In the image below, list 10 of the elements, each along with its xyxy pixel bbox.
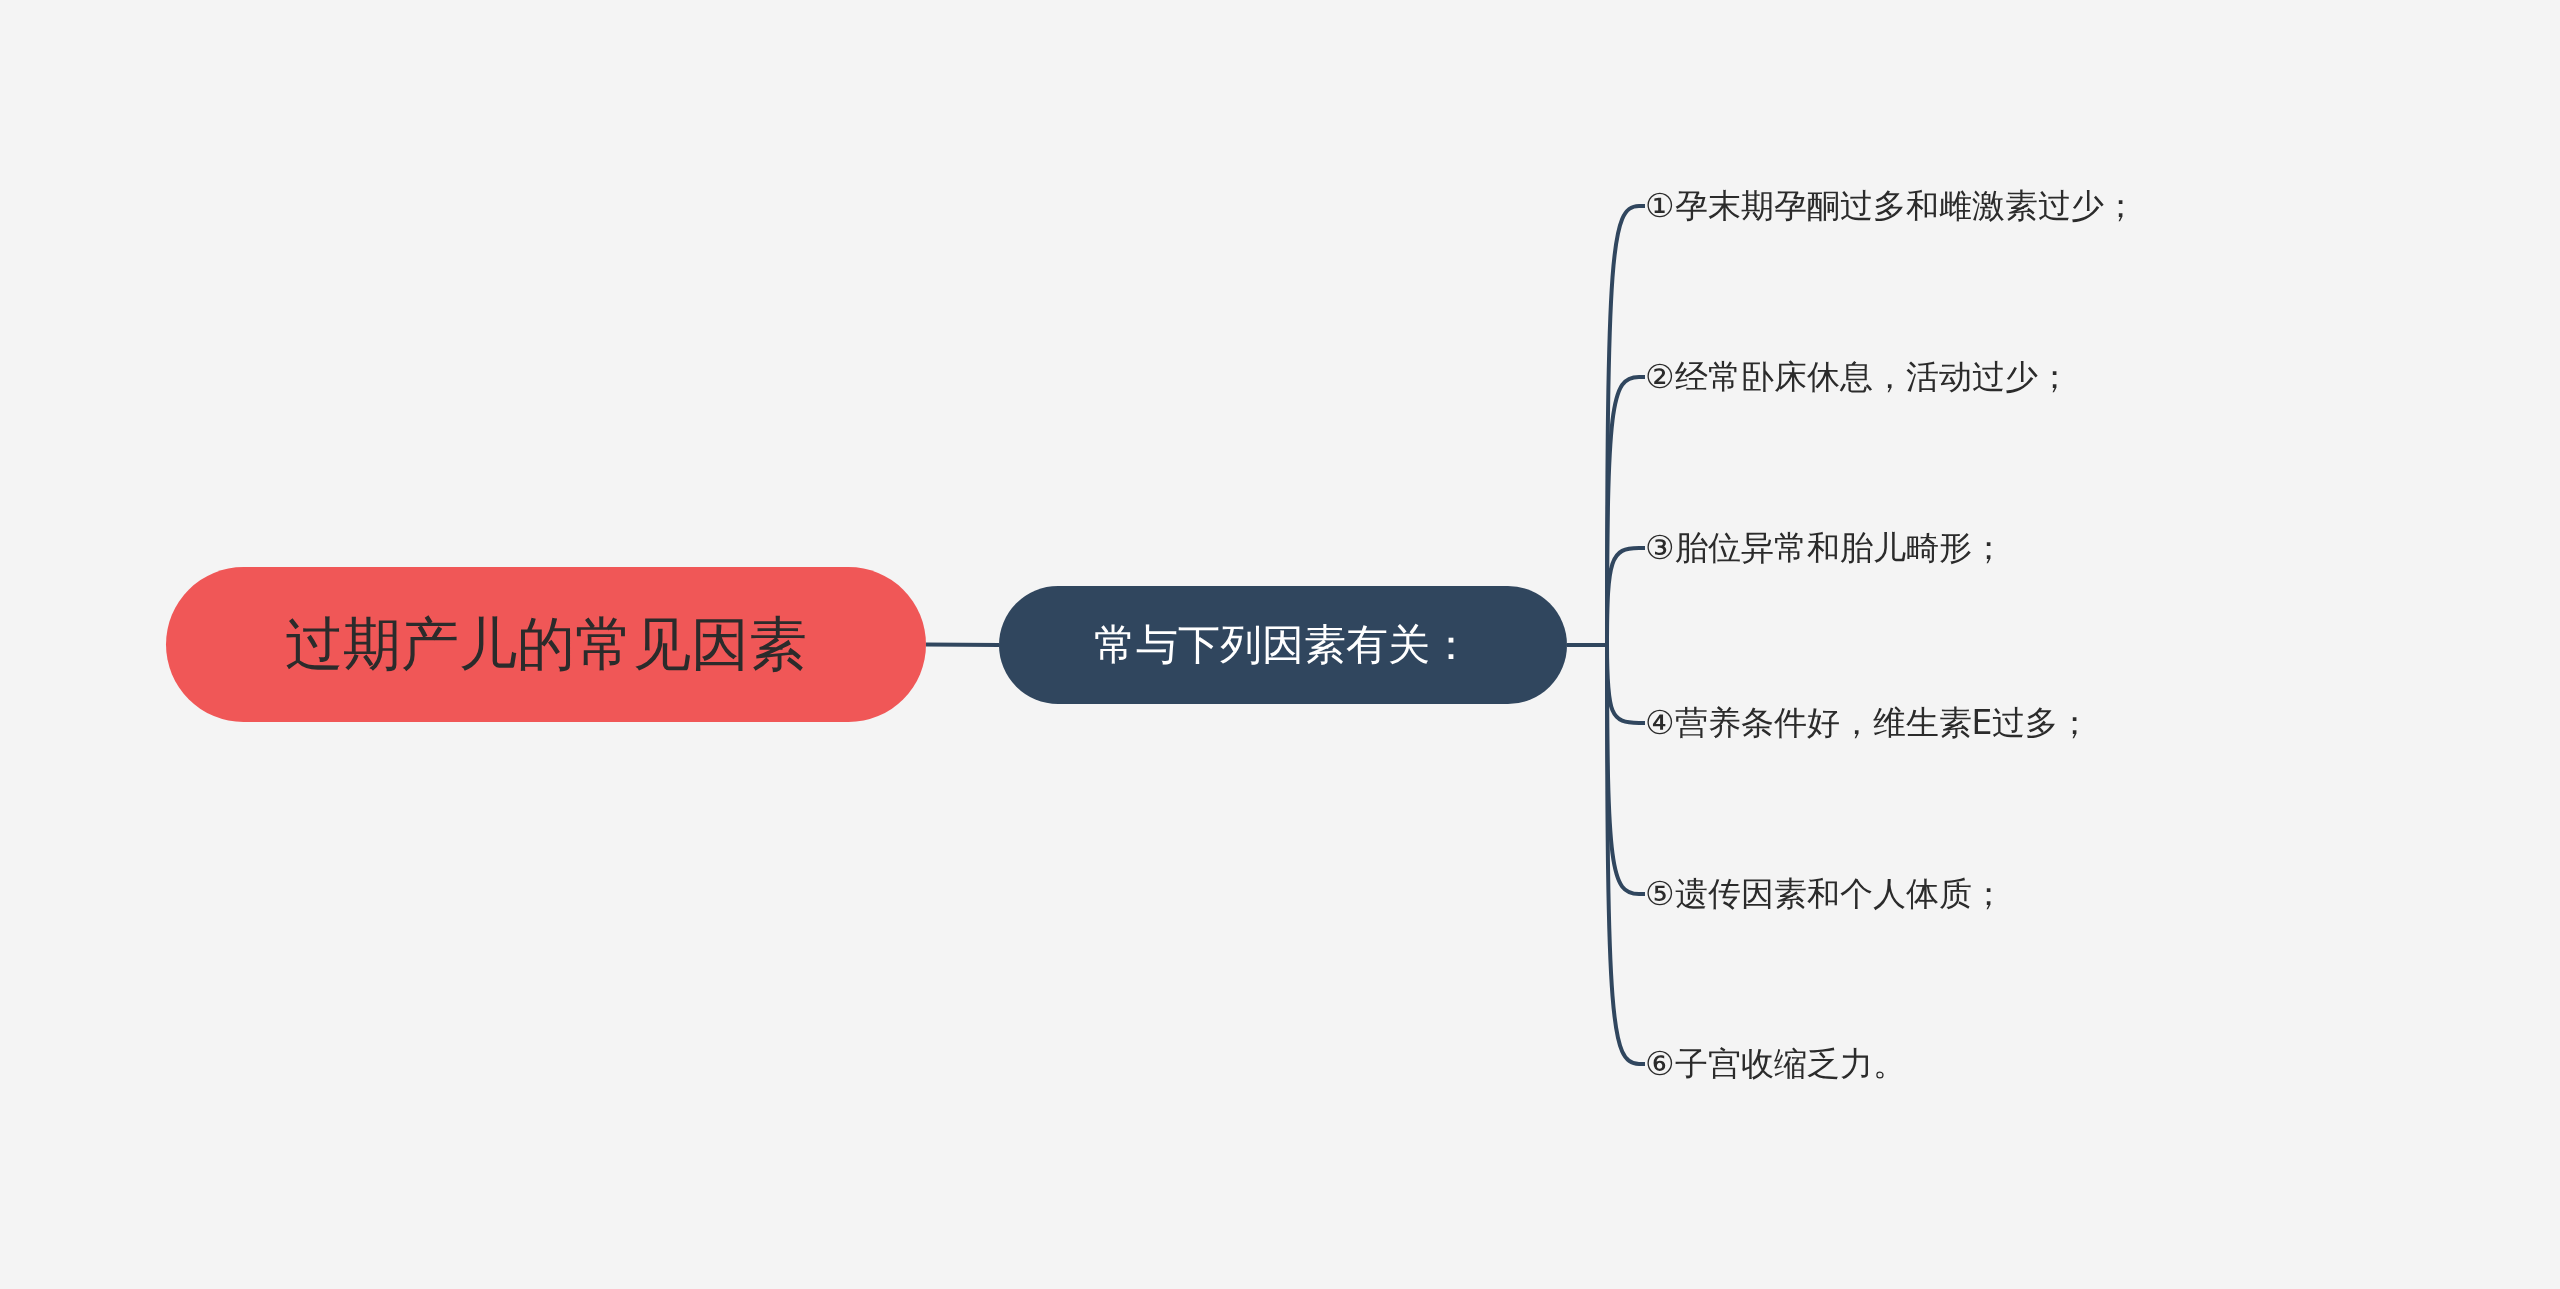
connector-line xyxy=(1567,643,1645,1066)
topic-text: ⑤遗传因素和个人体质； xyxy=(1645,868,2005,920)
connector-line xyxy=(926,642,999,647)
topic-text: ⑥子宫收缩乏力。 xyxy=(1645,1038,1906,1090)
topic-text: ②经常卧床休息，活动过少； xyxy=(1645,351,2071,403)
central-topic: 过期产儿的常见因素 xyxy=(166,567,926,722)
topic-text: ①孕末期孕酮过多和雌激素过少； xyxy=(1645,180,2137,232)
subtopic-pill: 常与下列因素有关： xyxy=(999,586,1567,704)
topic-text: ④营养条件好，维生素E过多； xyxy=(1645,697,2092,749)
topic-text: ③胎位异常和胎儿畸形； xyxy=(1645,522,2005,574)
